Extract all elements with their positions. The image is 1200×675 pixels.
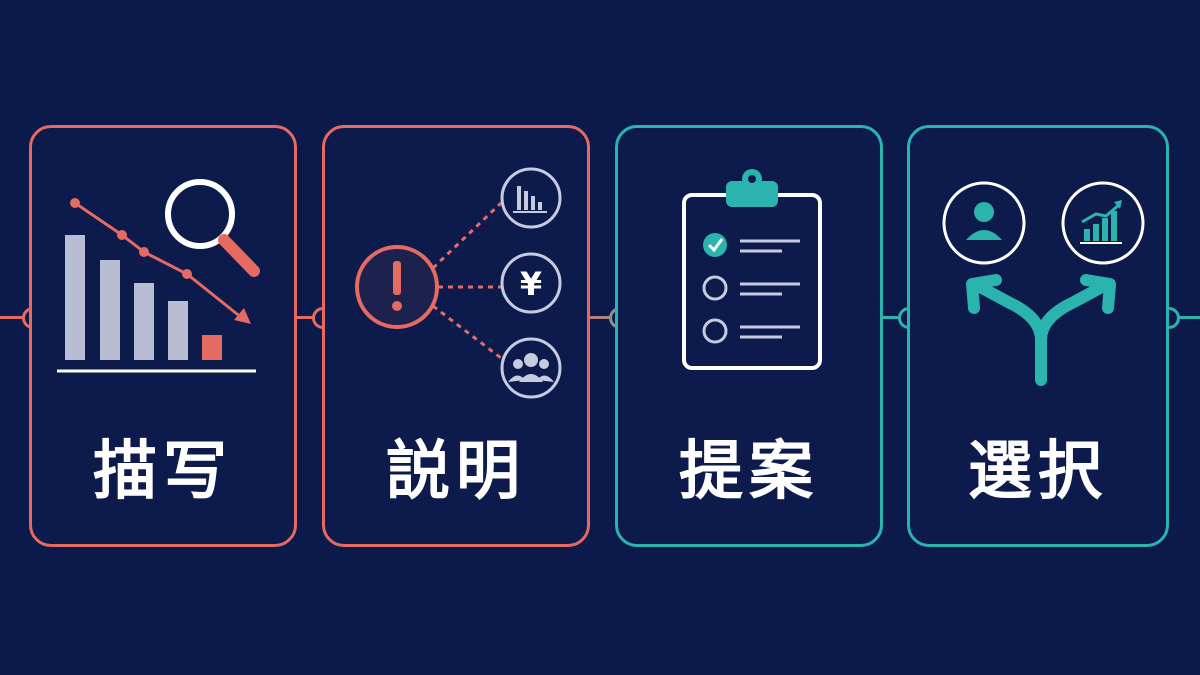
growth-chart-icon — [1061, 181, 1145, 265]
step-label-explain: 説明 — [386, 435, 526, 509]
fork-arrow-icon — [966, 274, 1116, 386]
connector-1-2 — [297, 316, 322, 319]
step-label-choose: 選択 — [968, 435, 1108, 509]
step-label-describe: 描写 — [93, 435, 233, 509]
bar-chart-icon — [57, 179, 260, 373]
clipboard-checklist-icon — [682, 169, 822, 370]
people-icon — [500, 337, 562, 399]
bar-chart-icon — [500, 167, 562, 229]
connector-start — [0, 316, 30, 319]
svg-text:¥: ¥ — [520, 265, 542, 303]
connector-2-3 — [568, 316, 618, 319]
step-card-explain: ¥ 説明 — [322, 125, 590, 547]
yen-icon: ¥ — [500, 252, 562, 314]
magnifier-icon — [165, 179, 260, 277]
explanation-graphic: ¥ — [355, 167, 562, 399]
step-card-describe: 描写 — [29, 125, 297, 547]
step-label-propose: 提案 — [679, 435, 819, 509]
choice-graphic — [942, 181, 1145, 386]
step-card-choose: 選択 — [907, 125, 1169, 547]
step-card-propose: 提案 — [615, 125, 883, 547]
person-icon — [942, 181, 1026, 265]
connector-end — [1168, 316, 1200, 319]
